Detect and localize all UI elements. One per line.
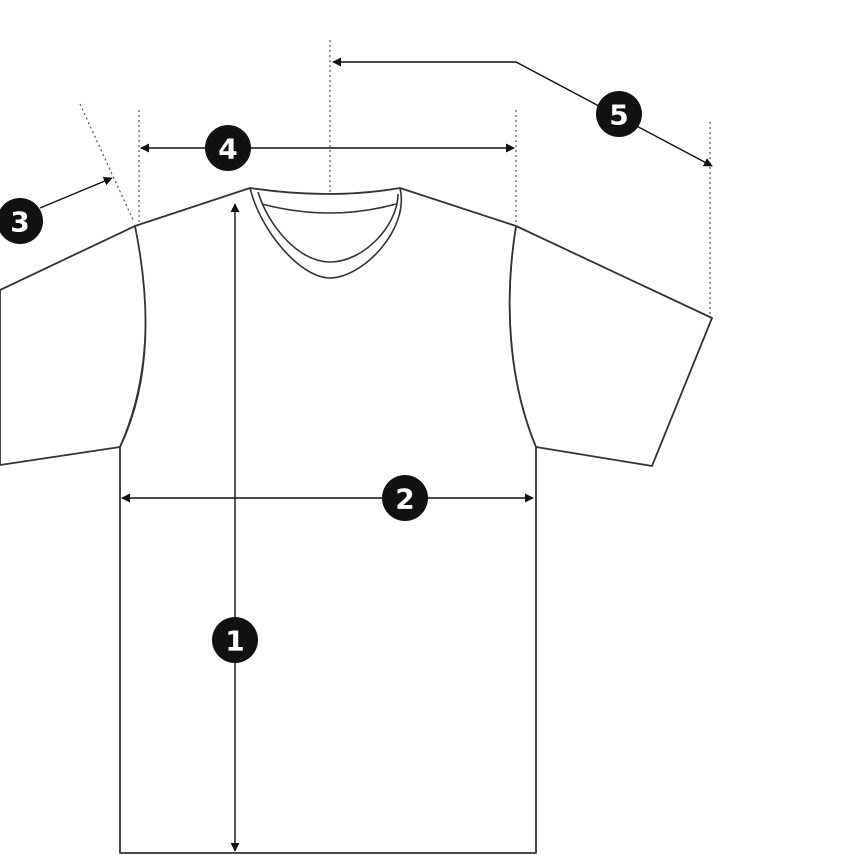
shoulder-slope-guide-line <box>79 103 135 223</box>
badge-2: 2 <box>382 475 428 521</box>
badge-1-label: 1 <box>225 625 244 658</box>
shoulder-slope-dimension-line <box>39 176 113 209</box>
badge-4: 4 <box>205 125 251 171</box>
badge-3-label: 3 <box>10 206 29 239</box>
tshirt-body <box>119 187 537 854</box>
badge-4-label: 4 <box>218 133 237 166</box>
collar-outer <box>249 187 403 279</box>
badge-2-label: 2 <box>395 483 414 516</box>
guide-lines <box>79 40 711 316</box>
tshirt-outline <box>0 187 713 854</box>
badge-5: 5 <box>596 91 642 137</box>
badge-5-label: 5 <box>609 99 628 132</box>
right-sleeve <box>508 225 713 467</box>
dimension-lines <box>39 57 713 852</box>
collar-seam <box>261 203 397 214</box>
badge-3: 3 <box>0 198 43 244</box>
badge-1: 1 <box>212 617 258 663</box>
collar-inner <box>257 191 399 263</box>
sleeve-dimension-line <box>332 57 713 167</box>
left-sleeve <box>0 225 147 466</box>
